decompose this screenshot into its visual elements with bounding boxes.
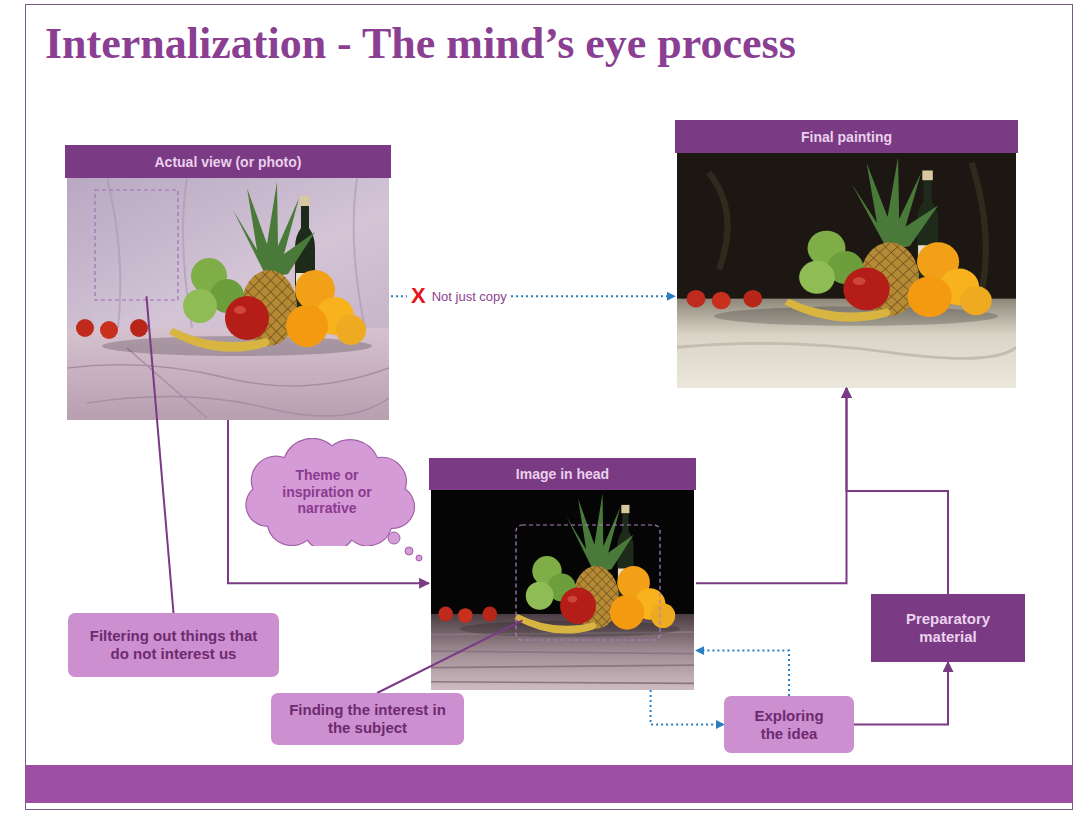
- panel-header: Final painting: [675, 120, 1018, 153]
- process-box: Preparatory material: [871, 594, 1025, 662]
- cross-mark: X: [411, 285, 426, 307]
- thought-cloud: Theme or inspiration or narrative: [233, 438, 421, 546]
- edge-label-patch: X Not just copy: [407, 284, 511, 308]
- box-text: Finding the interest in the subject: [288, 701, 448, 737]
- image-panel: Image in head: [429, 458, 696, 690]
- slide-frame: [26, 5, 1073, 810]
- connector: [147, 296, 174, 613]
- callout-box: Filtering out things that do not interes…: [68, 613, 279, 677]
- image-panel: Final painting: [675, 120, 1018, 388]
- connector: [377, 620, 522, 693]
- connector: [847, 388, 949, 594]
- footer-bar: [25, 765, 1073, 803]
- connector: [696, 388, 847, 583]
- focus-dashed-box: [516, 525, 660, 640]
- slide-title: Internalization - The mind’s eye process: [45, 20, 796, 68]
- panel-header: Actual view (or photo): [65, 145, 391, 178]
- panel-header: Image in head: [429, 458, 696, 490]
- photo-image: [67, 178, 389, 420]
- focus-dashed-box: [95, 190, 178, 300]
- connector: [651, 690, 724, 725]
- box-text: Preparatory material: [888, 610, 1008, 646]
- painting-image: [677, 153, 1016, 388]
- callout-box: Finding the interest in the subject: [271, 693, 464, 745]
- connector: [696, 651, 789, 696]
- callout-box: Exploring the idea: [724, 696, 854, 753]
- connector: [228, 420, 429, 583]
- image-panel: Actual view (or photo): [65, 145, 391, 420]
- box-text: Theme or inspiration or narrative: [279, 467, 375, 517]
- box-text: Exploring the idea: [744, 707, 834, 743]
- connector: [854, 662, 948, 725]
- edge-label: Not just copy: [432, 289, 507, 304]
- cloud-outline: [246, 438, 415, 546]
- thought-bubbles: [388, 532, 422, 561]
- box-text: Filtering out things that do not interes…: [84, 627, 264, 663]
- mental-image: [431, 490, 694, 690]
